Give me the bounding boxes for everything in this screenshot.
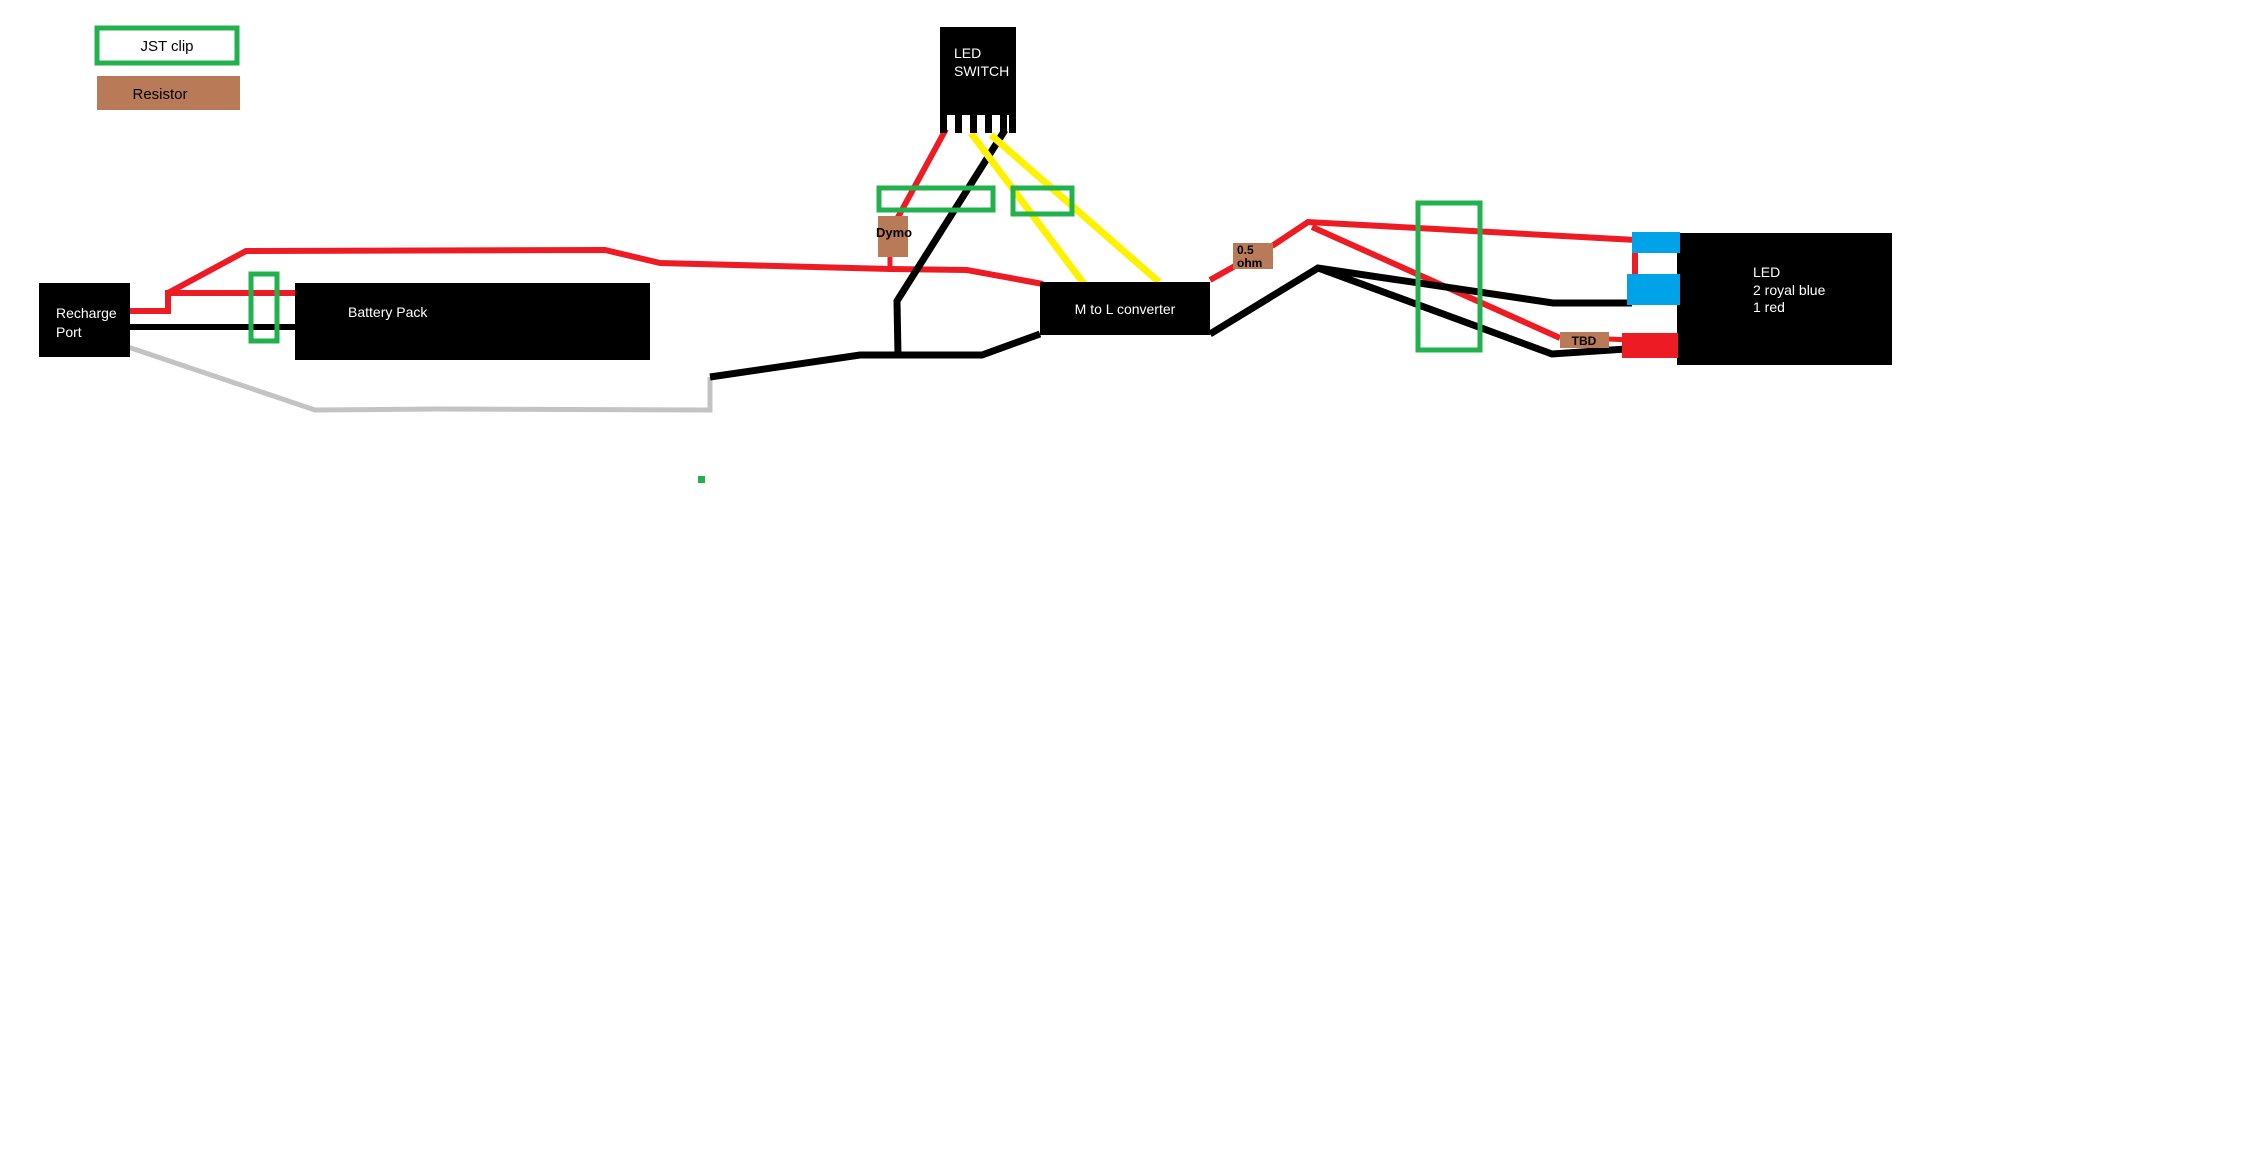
led-switch-pin xyxy=(955,112,962,133)
wire-red-half-ohm-to-blue-led xyxy=(1270,218,1637,249)
led-array-label-line1: LED xyxy=(1753,264,1780,280)
battery-pack-box xyxy=(295,283,650,360)
wire-yellow-switch-to-converter-2 xyxy=(988,132,1162,285)
recharge-port: Recharge Port xyxy=(39,283,130,357)
led-switch-pin xyxy=(1000,112,1007,133)
wire-gray-recharge-ground xyxy=(127,344,713,413)
jst-clip-switch-yellow xyxy=(1010,185,1075,217)
led-array-label-line3: 1 red xyxy=(1753,299,1785,315)
led-switch-label-line2: SWITCH xyxy=(954,63,1009,79)
converter-box xyxy=(1040,282,1210,335)
legend-resistor-box xyxy=(97,76,240,110)
legend-resistor-label: Resistor xyxy=(132,86,187,103)
led-switch-pin xyxy=(970,112,977,133)
led-array-box xyxy=(1677,233,1892,365)
resistor-dymo xyxy=(878,216,908,257)
legend-jst-clip-label: JST clip xyxy=(140,38,193,55)
led-switch-label-line1: LED xyxy=(954,45,981,61)
tbd-resistor: TBD xyxy=(1560,332,1609,348)
dymo-resistor: Dymo xyxy=(876,216,912,257)
wire-black-converter-to-red-led xyxy=(1316,264,1627,358)
led-switch-pin xyxy=(985,112,992,133)
wire-black-switch-to-junction xyxy=(893,128,1008,357)
led-array-label-line2: 2 royal blue xyxy=(1753,282,1826,298)
jst-clip-led xyxy=(1415,200,1483,353)
led-switch-box xyxy=(940,27,1016,115)
resistor-half-ohm-label-line2: ohm xyxy=(1237,256,1262,270)
led-terminal-red xyxy=(1622,333,1678,358)
wire-black-ground-to-converter xyxy=(709,330,1042,381)
recharge-port-label-line2: Port xyxy=(56,324,82,340)
led-array: LED 2 royal blue 1 red xyxy=(1622,232,1892,365)
wire-yellow-switch-to-converter-1 xyxy=(968,130,1087,287)
resistor-tbd xyxy=(1560,332,1609,348)
legend-jst-clip-box xyxy=(94,25,240,66)
m-to-l-converter: M to L converter xyxy=(1040,282,1210,335)
led-switch-pin xyxy=(1009,112,1016,133)
led-terminal-blue-1 xyxy=(1632,232,1680,253)
led-switch: LED SWITCH xyxy=(940,27,1016,133)
wire-red-recharge-to-converter xyxy=(166,246,1044,296)
recharge-port-label-line1: Recharge xyxy=(56,305,117,321)
jst-clip-battery xyxy=(248,271,280,344)
resistor-dymo-label: Dymo xyxy=(876,225,912,240)
wire-black-converter-to-blue-led xyxy=(1208,264,1632,337)
green-dot xyxy=(698,476,705,483)
jst-clip-switch-red-black xyxy=(876,185,996,213)
led-switch-pin xyxy=(940,112,947,133)
battery-pack-label: Battery Pack xyxy=(348,304,428,320)
converter-label: M to L converter xyxy=(1075,301,1176,317)
half-ohm-resistor: 0.5 ohm xyxy=(1233,243,1273,270)
legend: JST clip Resistor xyxy=(94,25,240,110)
battery-pack: Battery Pack xyxy=(295,283,650,360)
wire-red-switch-to-dymo xyxy=(894,127,949,221)
wire-red-converter-to-half-ohm xyxy=(1208,263,1237,283)
resistor-tbd-label: TBD xyxy=(1572,334,1597,348)
led-terminal-blue-2 xyxy=(1627,274,1680,305)
wire-red-recharge-to-battery xyxy=(130,290,295,314)
recharge-port-box xyxy=(39,283,130,357)
resistor-half-ohm xyxy=(1233,243,1273,269)
resistor-half-ohm-label-line1: 0.5 xyxy=(1237,243,1254,257)
